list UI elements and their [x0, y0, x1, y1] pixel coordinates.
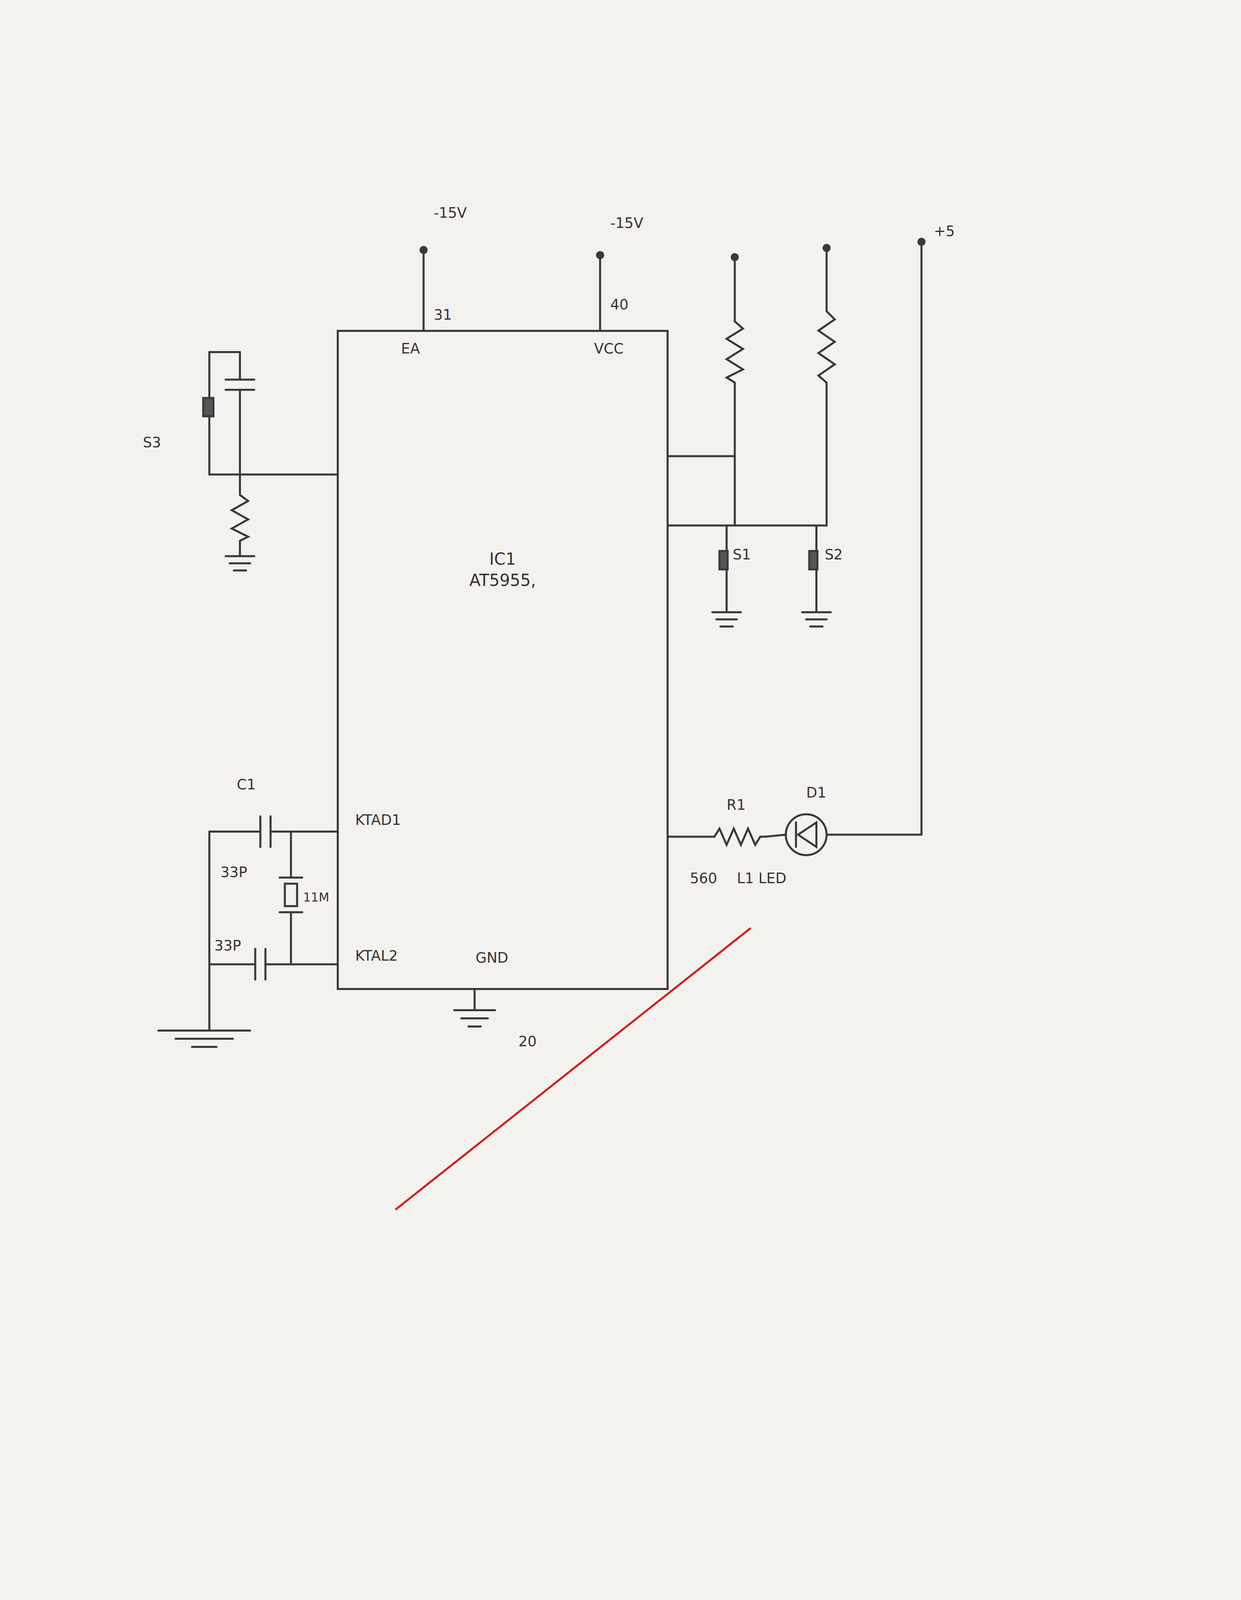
circuit-label: GND [475, 949, 509, 967]
capacitor-symbol [259, 816, 262, 847]
led-symbol [785, 814, 827, 855]
circuit-label: VCC [594, 340, 624, 358]
wire [238, 474, 241, 495]
circuit-label: -15V [610, 214, 644, 232]
circuit-label: 40 [610, 295, 629, 314]
circuit-label: 33P [214, 936, 242, 954]
ic-text-group: IC1AT5955, [338, 548, 667, 591]
wire [733, 260, 736, 322]
wire [209, 351, 240, 354]
circuit-label: 560 [689, 869, 718, 887]
ground-symbol [461, 1017, 489, 1020]
wire [209, 830, 261, 833]
wire [473, 989, 476, 1010]
ground-symbol [192, 1045, 217, 1048]
wire [209, 473, 337, 476]
ground-symbol [712, 611, 741, 614]
circuit-label: D1 [806, 783, 827, 802]
wire-group [158, 238, 925, 1047]
ic-box: IC1AT5955, [336, 329, 669, 991]
circuit-label: EA [401, 340, 420, 358]
wire [238, 351, 241, 380]
wire [598, 258, 601, 330]
wire [208, 831, 211, 1031]
circuit-label: 33P [220, 863, 248, 881]
ground-symbol [468, 1025, 481, 1028]
part-name: IC1 [338, 548, 667, 570]
circuit-label: C1 [236, 775, 257, 793]
wire [668, 524, 827, 527]
ground-symbol [801, 611, 831, 614]
circuit-label: -15V [433, 204, 467, 222]
led-symbol [797, 822, 817, 847]
circuit-label: S3 [142, 433, 162, 451]
wire [208, 351, 211, 398]
wire [668, 835, 715, 838]
switch-symbol [809, 550, 818, 570]
capacitor-symbol [225, 378, 255, 381]
wire [668, 454, 736, 458]
pen-mark [395, 928, 750, 1209]
wire [289, 831, 292, 878]
wire [725, 525, 728, 552]
wire [238, 389, 241, 475]
circuit-label: L1 LED [736, 869, 787, 887]
circuit-label: S2 [824, 545, 844, 564]
wire [725, 569, 728, 612]
wire [209, 962, 256, 965]
circuit-label: R1 [726, 796, 746, 814]
circuit-label: KTAD1 [355, 811, 401, 829]
part-number: AT5955, [338, 569, 667, 591]
ground-symbol [720, 625, 733, 628]
resistor-symbol [231, 494, 249, 542]
wire [289, 911, 292, 965]
switch-symbol [203, 397, 214, 417]
wire [815, 525, 818, 552]
circuit-label: S1 [732, 545, 751, 564]
wire [270, 830, 338, 833]
ground-symbol [158, 1029, 250, 1032]
wire [815, 569, 818, 612]
ground-symbol [805, 618, 827, 621]
circuit-label: +5 [934, 222, 956, 240]
crystal-symbol [284, 883, 298, 906]
wire [825, 382, 828, 526]
resistor-symbol [714, 828, 766, 845]
ground-symbol [175, 1037, 233, 1040]
circuit-label: KTAL2 [355, 947, 398, 965]
crystal-symbol [279, 876, 303, 879]
ground-symbol [716, 618, 737, 621]
circuit-label: 31 [433, 306, 453, 324]
wire [825, 251, 828, 312]
wire [765, 834, 786, 837]
wire [238, 540, 241, 557]
wire [422, 253, 425, 330]
resistor-symbol [818, 311, 835, 383]
switch-symbol [719, 550, 728, 570]
ground-symbol [229, 562, 251, 565]
ground-symbol [454, 1009, 495, 1012]
wire [208, 416, 211, 475]
resistor-symbol [726, 321, 743, 383]
circuit-label: 20 [518, 1032, 537, 1050]
wire [733, 382, 736, 526]
ground-symbol [225, 554, 255, 557]
ground-symbol [810, 625, 823, 628]
ground-symbol [234, 569, 247, 572]
circuit-label: 11M [302, 889, 330, 905]
wire [265, 962, 337, 965]
led-symbol [794, 822, 798, 847]
capacitor-symbol [254, 948, 257, 980]
wire [826, 245, 922, 835]
